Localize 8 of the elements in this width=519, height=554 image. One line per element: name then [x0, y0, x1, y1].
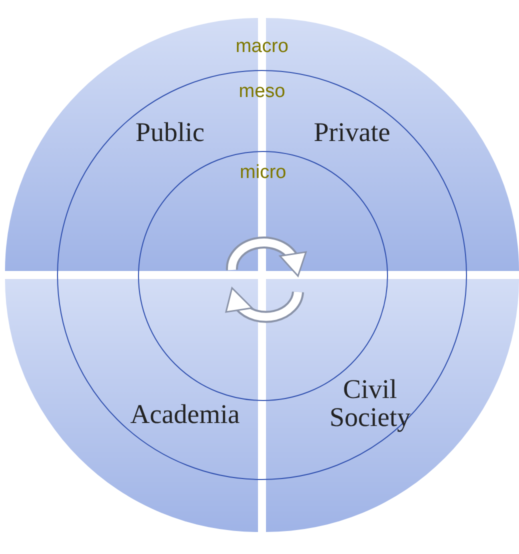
- sector-label: Civil Society: [328, 375, 412, 432]
- ring-label: macro: [234, 36, 290, 58]
- sector-label: Public: [134, 118, 206, 146]
- sector-label: Private: [312, 118, 392, 146]
- ring-label: meso: [238, 81, 286, 103]
- sector-label: Academia: [129, 400, 241, 428]
- ring-label: micro: [238, 162, 288, 184]
- quadrant-segment: [266, 279, 519, 532]
